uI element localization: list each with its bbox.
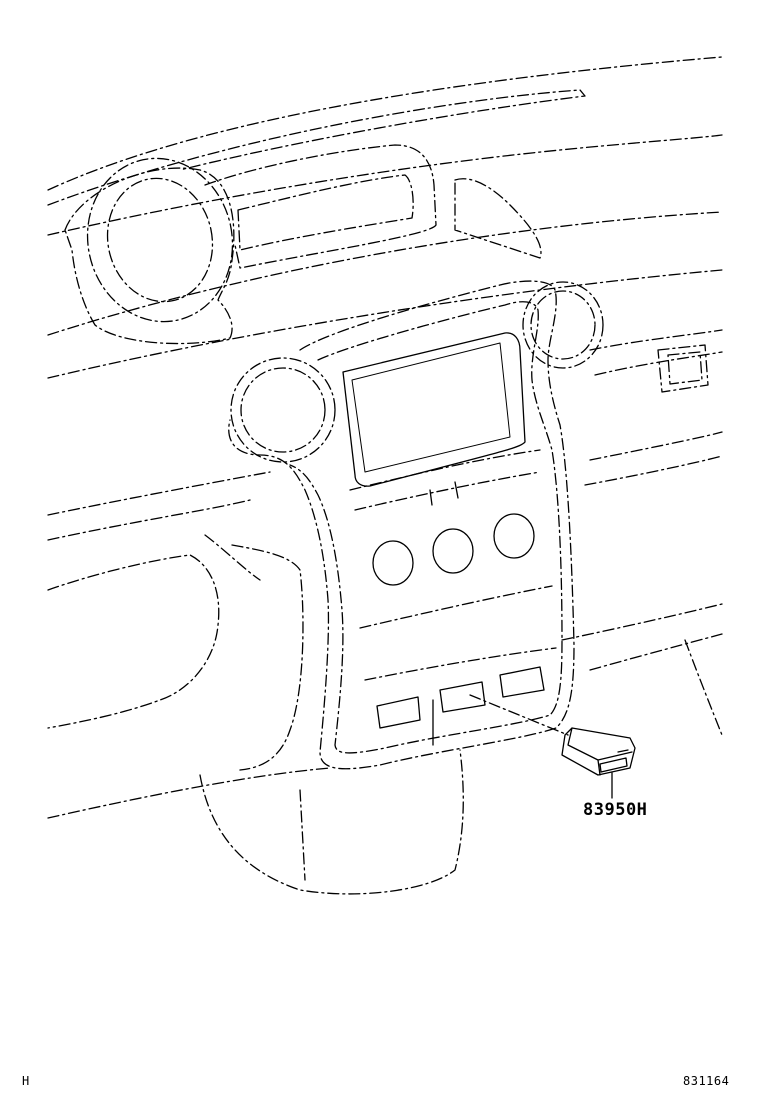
leader-dashed <box>469 694 569 736</box>
footer-left-code: H <box>22 1074 30 1088</box>
part-number-label: 83950H <box>583 800 648 820</box>
center-knob <box>432 528 474 574</box>
switch-part-83950H <box>561 727 636 776</box>
dashboard-phantom-outline <box>47 56 723 895</box>
right-knob <box>493 513 535 559</box>
center-stack-details <box>342 332 545 746</box>
left-knob <box>372 540 414 586</box>
footer-right-code: 831164 <box>683 1074 730 1088</box>
